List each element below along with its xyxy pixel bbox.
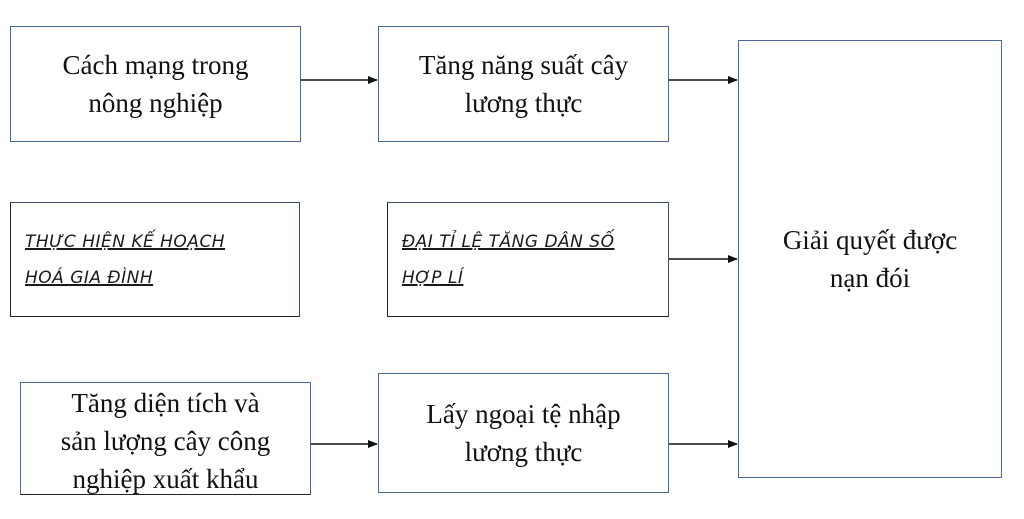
box-family-planning-label: THỰC HIỆN KẾ HOẠCH HOÁ GIA ĐÌNH	[25, 231, 226, 288]
box-industrial-crops-label: Tăng diện tích và sản lượng cây công ngh…	[60, 387, 271, 494]
box-population-rate: ĐẠI TỈ LỆ TĂNG DÂN SỐ HỢP LÍ	[387, 202, 669, 317]
box-grain-yield: Tăng năng suất cây lương thực	[378, 26, 669, 142]
box-agri-revolution-label: Cách mạng trong nông nghiệp	[62, 50, 249, 118]
box-result: Giải quyết được nạn đói	[738, 40, 1002, 478]
box-population-rate-label: ĐẠI TỈ LỆ TĂNG DÂN SỐ HỢP LÍ	[402, 231, 615, 288]
box-foreign-currency-label: Lấy ngoại tệ nhập lương thực	[426, 399, 621, 467]
box-foreign-currency: Lấy ngoại tệ nhập lương thực	[378, 373, 669, 493]
box-grain-yield-label: Tăng năng suất cây lương thực	[418, 50, 629, 118]
box-result-label: Giải quyết được nạn đói	[782, 225, 958, 293]
box-family-planning: THỰC HIỆN KẾ HOẠCH HOÁ GIA ĐÌNH	[10, 202, 300, 317]
box-agri-revolution: Cách mạng trong nông nghiệp	[10, 26, 301, 142]
box-industrial-crops: Tăng diện tích và sản lượng cây công ngh…	[20, 382, 311, 495]
